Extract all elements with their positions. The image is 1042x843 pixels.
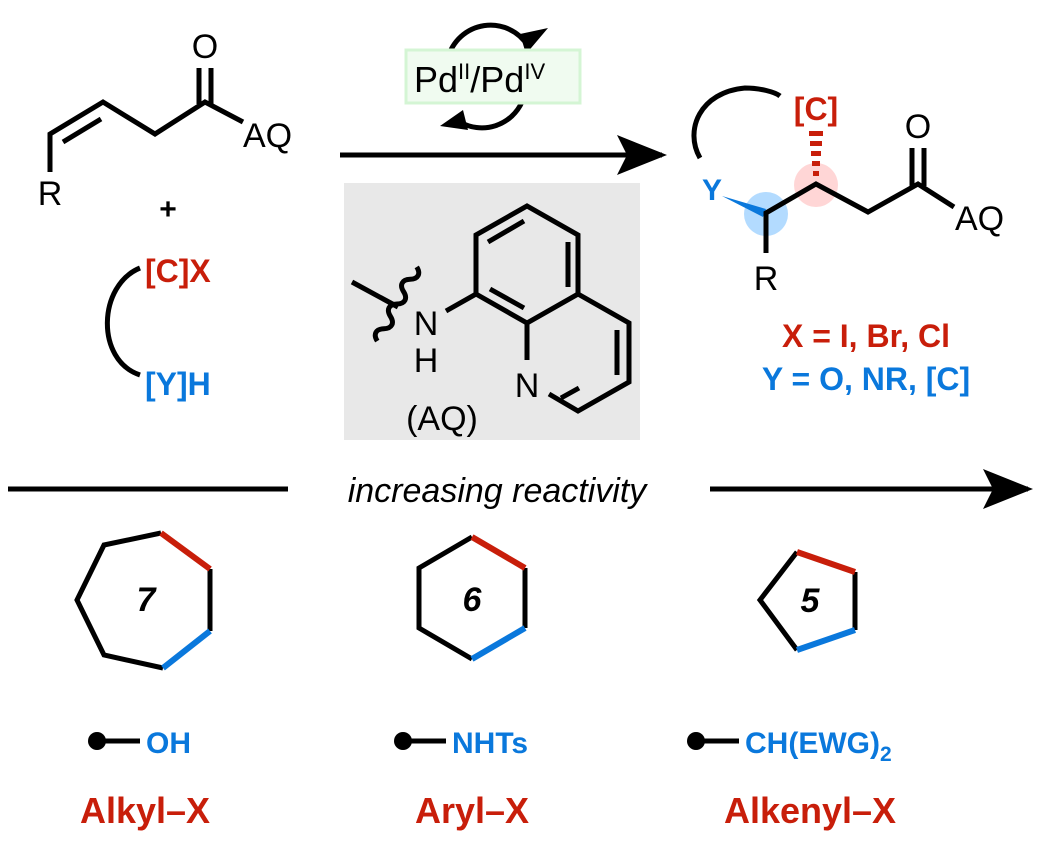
cis-double-bond-inner — [61, 116, 103, 145]
product-carbonyl-double-bond — [909, 148, 927, 186]
ring-seven-size-label: 7 — [137, 581, 158, 619]
aq-caption: (AQ) — [406, 400, 478, 438]
ring-six-size-label: 6 — [463, 581, 483, 619]
product-skeleton — [763, 181, 956, 253]
catalytic-cycle: PdII/PdIV — [404, 22, 582, 131]
substrate-oxygen-label: O — [192, 28, 218, 66]
quinoline-benzo-ring — [444, 203, 581, 326]
product-aq-label: AQ — [955, 200, 1004, 238]
y-definition: Y = O, NR, [C] — [762, 361, 970, 397]
ring-five-size-label: 5 — [801, 582, 821, 620]
ring-six-red-edge — [470, 534, 527, 571]
reagent-electrophile-label: [C]X — [145, 253, 211, 289]
x-definition: X = I, Br, Cl — [782, 318, 950, 354]
ring-seven-blue-edge — [161, 628, 212, 671]
ring-six-blue-edge — [470, 625, 527, 662]
electrophile-class-alkyl: Alkyl–X — [80, 790, 210, 831]
ring-five-red-edge — [796, 549, 856, 575]
y-wedge-bond — [722, 196, 766, 217]
product-r-label: R — [754, 260, 779, 298]
catalyst-box — [404, 48, 582, 105]
nucleophile-nhts: NHTs — [394, 727, 528, 760]
cycle-arc-bottom — [458, 100, 525, 131]
ring-seven-red-edge — [159, 530, 212, 572]
c-hash-bond — [809, 131, 823, 176]
product-y-label: Y — [702, 174, 722, 207]
substrate-aq-label: AQ — [243, 117, 292, 155]
reactivity-axis: increasing reactivity — [8, 469, 1033, 510]
plus-sign: + — [159, 193, 177, 226]
ring-five-black-edges — [756, 550, 800, 652]
cycle-arrowhead-bottom — [440, 110, 468, 130]
substrate-skeleton — [47, 99, 245, 172]
nucleophile-label-nhts: NHTs — [452, 727, 528, 760]
carbonyl-double-bond — [196, 68, 214, 104]
aq-attachment-bond — [350, 279, 400, 310]
ring-seven-black-edges — [74, 530, 164, 671]
aq-nh-n-label: N — [414, 305, 439, 343]
nucleophile-malonate: CH(EWG)2 — [687, 727, 892, 766]
ring-five: 5 — [756, 549, 858, 653]
quinoline-inner-double-bonds — [486, 218, 620, 401]
aq-directing-group-box: N H N (AQ) — [344, 183, 640, 440]
product-tether-arc — [691, 85, 782, 160]
aq-nh-h-label: H — [414, 342, 439, 380]
bifunctional-reagent: [C]X [Y]H — [104, 253, 211, 402]
ring-seven: 7 — [74, 530, 213, 671]
electrophile-class-alkenyl: Alkenyl–X — [724, 790, 896, 831]
cycle-arc-top — [445, 22, 531, 59]
reagent-nucleophile-label: [Y]H — [145, 366, 211, 402]
nucleophile-label-malonate: CH(EWG)2 — [745, 727, 892, 766]
electrophile-class-aryl: Aryl–X — [415, 790, 529, 831]
ring-five-blue-edge — [796, 627, 856, 653]
ring-six: 6 — [416, 534, 528, 662]
reagent-tether-arc — [104, 265, 142, 378]
nucleophile-label-oh: OH — [146, 727, 191, 760]
nucleophile-oh: OH — [88, 727, 191, 760]
product-structure: [C] Y R O AQ X = I, Br, Cl Y = O, NR, [C… — [691, 85, 1004, 397]
product-oxygen-label: O — [905, 108, 931, 146]
quinoline-n-label: N — [515, 367, 540, 405]
alkene-substrate: O AQ R — [38, 28, 292, 213]
substrate-r-label: R — [38, 175, 63, 213]
cycle-arrowhead-top — [520, 28, 548, 54]
product-c-label: [C] — [794, 91, 838, 127]
ring-six-black-edges — [416, 534, 474, 662]
quinoline-pyridine-ring — [547, 291, 632, 414]
catalyst-label: PdII/PdIV — [414, 59, 545, 100]
reactivity-label: increasing reactivity — [348, 472, 649, 510]
